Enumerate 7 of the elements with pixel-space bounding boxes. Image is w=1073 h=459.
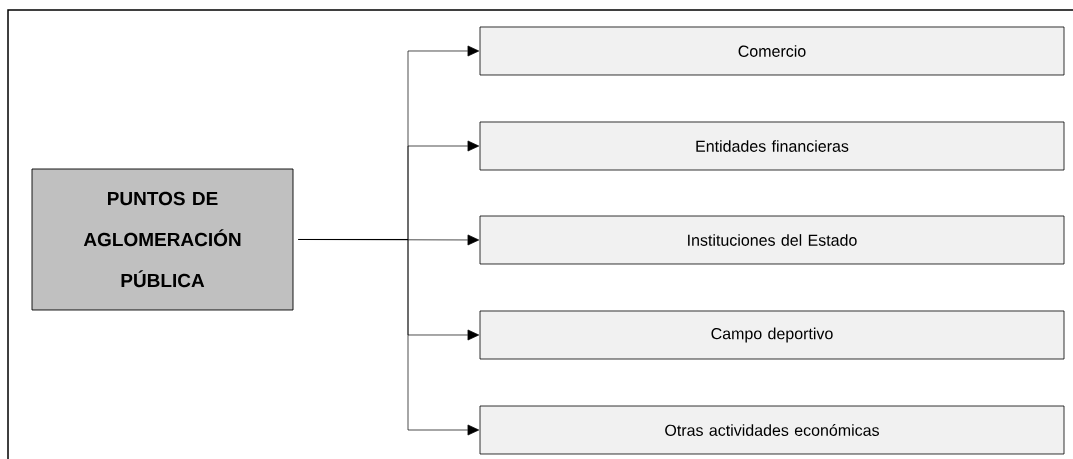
category-box: PUNTOS DE AGLOMERACIÓN PÚBLICA — [31, 168, 294, 311]
item-box: Instituciones del Estado — [479, 215, 1065, 265]
item-box: Entidades financieras — [479, 121, 1065, 171]
item-box: Otras actividades económicas — [479, 405, 1065, 455]
item-box: Campo deportivo — [479, 310, 1065, 360]
item-box: Comercio — [479, 26, 1065, 76]
arrow — [298, 239, 480, 436]
